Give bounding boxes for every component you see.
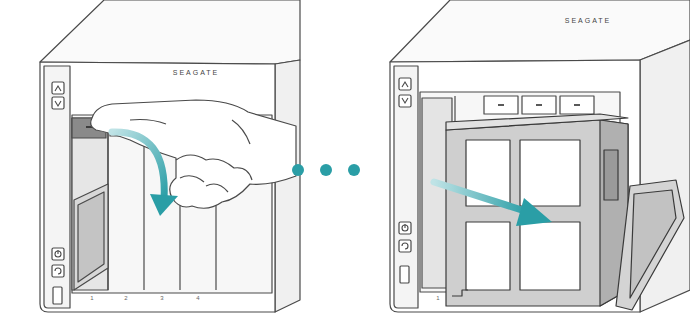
- brand-name: SEAGATE: [565, 17, 612, 24]
- bay-number: 4: [196, 295, 199, 301]
- bay-number: 3: [160, 295, 163, 301]
- bay-number: 2: [124, 295, 127, 301]
- brand-name: SEAGATE: [173, 69, 220, 76]
- bay-number: 1: [436, 295, 439, 301]
- bay-number: 1: [90, 295, 93, 301]
